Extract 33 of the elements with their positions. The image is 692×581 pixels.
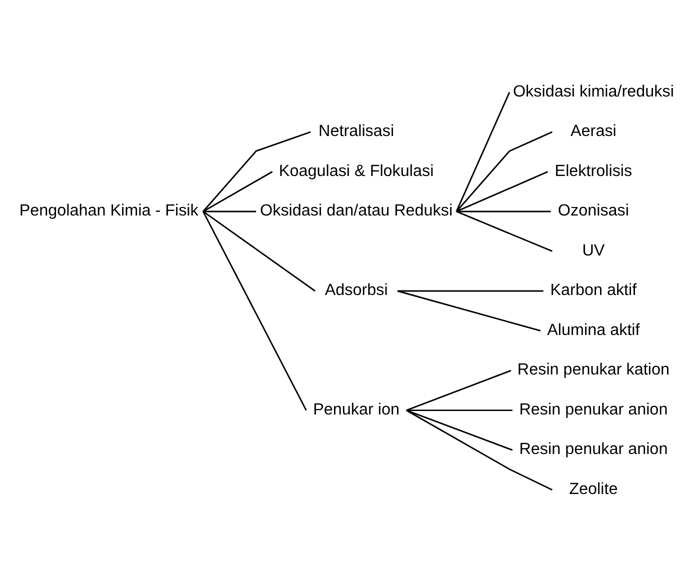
node-text: Resin penukar kation xyxy=(517,360,670,378)
node-text: Penukar ion xyxy=(313,400,400,418)
connector xyxy=(456,210,551,212)
connector xyxy=(202,170,273,212)
connector xyxy=(456,210,552,252)
connector xyxy=(202,210,316,292)
node-text: Zeolite xyxy=(569,479,618,498)
node-text: Karbon aktif xyxy=(550,280,637,299)
node-text: Resin penukar anion xyxy=(519,400,668,418)
connector xyxy=(456,170,548,212)
node-text: Resin penukar anion xyxy=(519,440,668,458)
node-text: Netralisasi xyxy=(318,122,394,140)
connector xyxy=(398,290,544,292)
node-text: Oksidasi dan/atau Reduksi xyxy=(260,201,453,220)
node-text: Koagulasi & Flokulasi xyxy=(278,161,434,180)
node-text: UV xyxy=(582,240,605,259)
connector xyxy=(202,130,311,212)
node-text: Ozonisasi xyxy=(558,201,629,220)
node-text: Aerasi xyxy=(570,122,616,140)
node-text: Alumina aktif xyxy=(547,320,640,338)
connector xyxy=(456,91,510,212)
connector xyxy=(203,210,256,212)
connector xyxy=(406,369,512,410)
connector xyxy=(406,409,512,411)
node-text: Adsorbsi xyxy=(324,280,388,299)
node-text: Pengolahan Kimia - Fisik xyxy=(19,201,198,220)
node-text: Oksidasi kimia/reduksi xyxy=(512,82,674,100)
connector xyxy=(397,290,541,331)
connector xyxy=(456,130,553,212)
connector xyxy=(406,409,553,490)
connector xyxy=(406,409,513,450)
connector xyxy=(202,210,307,410)
node-text: Elektrolisis xyxy=(554,161,632,180)
